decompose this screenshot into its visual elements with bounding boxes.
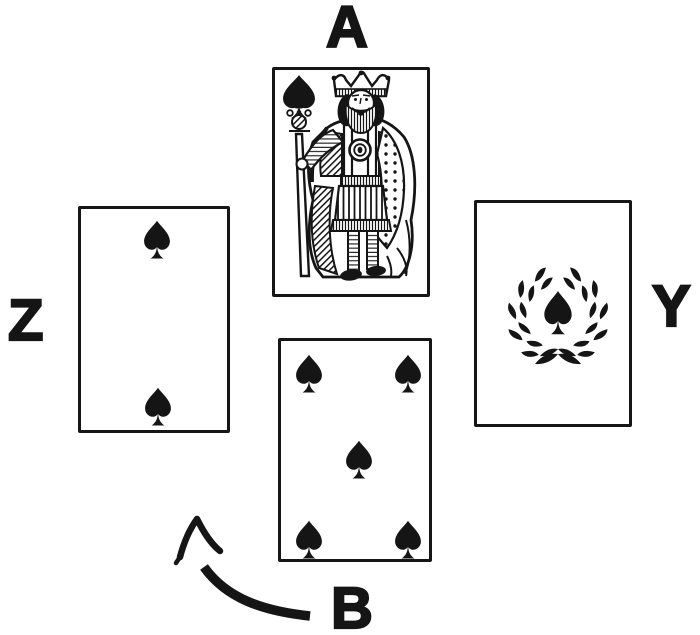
spade-pip — [145, 387, 171, 426]
card-two-of-spades — [78, 206, 230, 433]
seat-label-west: Z — [7, 288, 45, 353]
spade-pip — [144, 220, 170, 259]
card-ace-of-spades — [474, 200, 632, 427]
card-king-of-spades — [272, 67, 430, 297]
card-five-of-spades — [278, 338, 432, 562]
spade-pip — [346, 440, 372, 479]
ace-spade — [544, 291, 572, 335]
spade-pip — [296, 354, 322, 393]
ace-of-spades-art — [507, 266, 609, 365]
king-of-spades-art — [283, 70, 417, 281]
laurel-wreath — [507, 266, 609, 365]
spade-pip — [395, 354, 421, 393]
seat-label-east: Y — [651, 274, 692, 339]
spade-pip — [395, 520, 421, 559]
seat-label-south: B — [330, 576, 374, 635]
seat-label-north: A — [325, 0, 369, 60]
spade-pip — [296, 520, 322, 559]
